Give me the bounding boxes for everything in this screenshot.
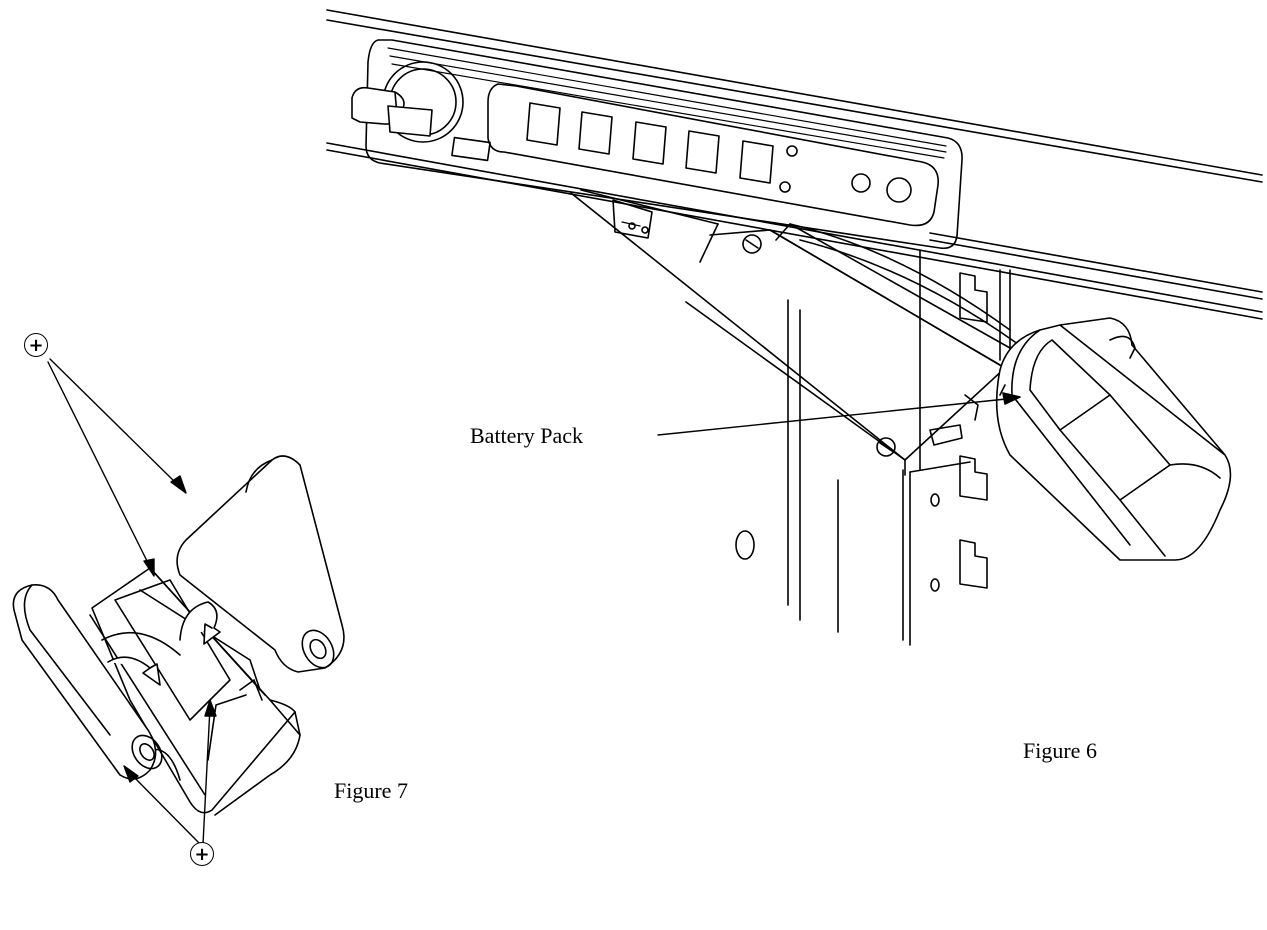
battery-cell-right [176,455,345,673]
battery-pack-label: Battery Pack [470,423,584,448]
figure-6-drawing [326,9,1263,646]
figure-6-caption: Figure 6 [1023,738,1097,763]
desk-column [735,249,1011,646]
battery-pack [995,317,1232,561]
leader-arrowhead [1002,392,1021,405]
positive-terminal-icon: + [24,333,48,357]
control-panel [351,39,963,250]
desk-rail [326,9,1263,320]
figure-7-drawing [12,358,345,845]
battery-pack-leader [657,397,1017,436]
screw-icon [742,234,896,457]
knob-icon [351,61,464,143]
figure-7-caption: Figure 7 [334,778,408,803]
mounting-bracket [570,189,1016,476]
polarity-arrows-top [47,358,187,577]
panel-buttons [526,102,912,203]
insert-arrow-icon [107,656,161,686]
battery-cell-left [12,583,163,780]
polarity-arrows-bottom [123,699,217,845]
insert-arrow-icon [179,601,221,645]
positive-terminal-icon: + [190,842,214,866]
battery-holder [89,567,301,816]
